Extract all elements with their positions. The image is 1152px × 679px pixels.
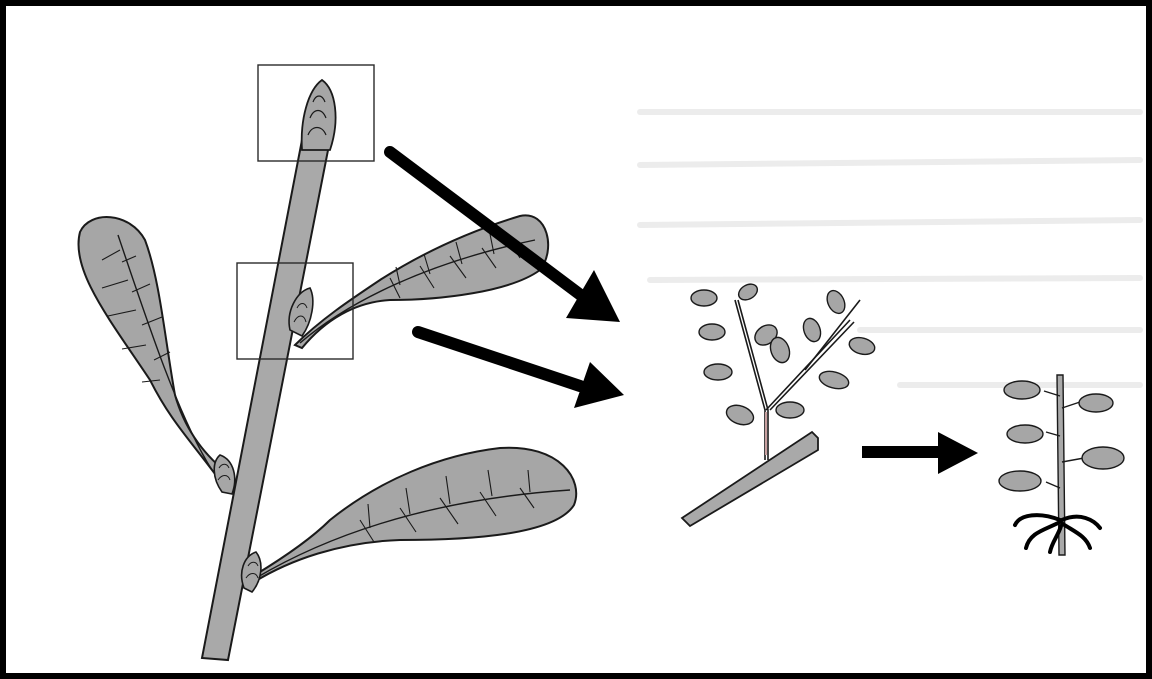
leaf-left <box>78 217 226 478</box>
plantlet-roots <box>1015 515 1100 552</box>
arrow-to-plantlet <box>862 432 978 474</box>
arrow-to-culture-2 <box>418 332 624 408</box>
main-stem <box>202 140 330 660</box>
branched-shoot-culture <box>682 281 877 526</box>
background-bleed-through <box>640 112 1140 385</box>
culture-leaves <box>691 281 877 428</box>
rooted-plantlet <box>999 375 1124 555</box>
axillary-bud-middle <box>214 455 234 494</box>
explant-base <box>682 432 818 526</box>
apical-bud <box>302 80 336 150</box>
leaf-lower-right <box>250 448 576 582</box>
